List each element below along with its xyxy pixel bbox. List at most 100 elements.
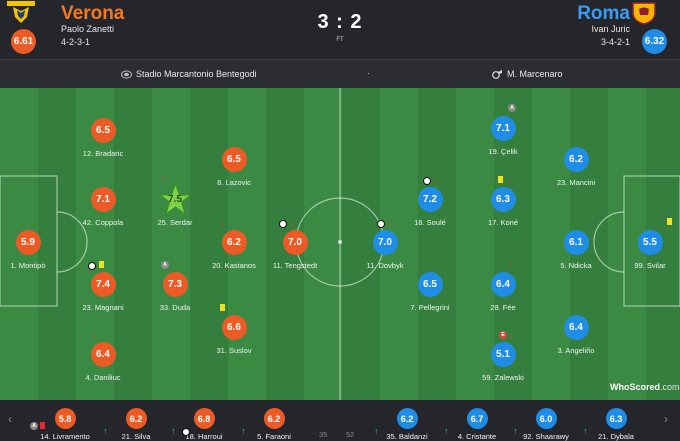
- player-rating: 7.3: [162, 272, 188, 297]
- goal-ball-icon: [182, 428, 190, 436]
- away-formation: 3-4-2-1: [600, 37, 630, 47]
- away-player-card[interactable]: 6.1 5. Ndicka: [531, 230, 621, 270]
- sub-in-arrow-icon: ↑: [241, 426, 246, 436]
- player-rating: 6.6: [221, 315, 247, 340]
- away-player-card[interactable]: 6.2 23. Mancini: [531, 147, 621, 187]
- home-player-card[interactable]: 7.5 25. Serdar ↓: [130, 174, 220, 228]
- sub-partial-left: 35: [319, 430, 328, 439]
- away-player-card[interactable]: 5.5 99. Svilar: [605, 218, 680, 270]
- away-player-card[interactable]: 6.3 17. Koné ↓: [458, 176, 548, 227]
- player-rating: 7.1: [90, 187, 116, 212]
- player-rating-motm: 7.5: [157, 182, 193, 216]
- goal-ball-icon: [423, 177, 431, 185]
- home-player-card[interactable]: 6.6 31. Suslov: [189, 304, 279, 355]
- stadium-info: Stadio Marcantonio Bentegodi: [121, 69, 257, 79]
- sub-name: 92. Shaarawy: [523, 432, 569, 441]
- player-rating: 7.0: [282, 230, 308, 255]
- home-player-card[interactable]: 6.5 12. Bradaric: [58, 118, 148, 158]
- player-name: 1. Montipò: [10, 261, 46, 270]
- sub-in-arrow-icon: ↑: [444, 426, 449, 436]
- home-team-name[interactable]: Verona: [61, 3, 125, 24]
- away-sub-card[interactable]: ↑ 6.0 92. Shaarawy: [501, 408, 591, 441]
- goal-ball-icon: [88, 262, 96, 270]
- home-sub-card[interactable]: ↑ 6.8 18. Harroui: [159, 408, 249, 441]
- home-player-card[interactable]: 7.1 42. Coppola: [58, 187, 148, 227]
- player-name: 33. Duda: [159, 303, 191, 312]
- player-name: 8. Lazovic: [217, 178, 251, 187]
- roma-crest-icon: [632, 2, 656, 25]
- assist-icon: A: [508, 104, 516, 112]
- player-rating: 6.5: [417, 272, 443, 297]
- home-sub-card[interactable]: ↑ 6.2 21. Silva: [91, 408, 181, 441]
- sub-rating: 6.8: [193, 408, 215, 429]
- home-player-card[interactable]: 6.5 8. Lazovic: [189, 147, 279, 187]
- assist-icon: A: [30, 422, 38, 430]
- home-player-card[interactable]: 5.9 1. Montipò: [0, 230, 73, 270]
- player-name: 42. Coppola: [82, 218, 124, 227]
- away-coach: Ivan Juric: [591, 24, 630, 34]
- sub-rating: 6.2: [396, 408, 418, 429]
- sub-name: 21. Dybala: [598, 432, 634, 441]
- player-rating: 6.4: [490, 272, 516, 297]
- player-rating: 6.5: [90, 118, 116, 143]
- goal-ball-icon: [377, 220, 385, 228]
- scroll-left-icon[interactable]: ‹: [8, 412, 12, 426]
- player-rating: 6.2: [563, 147, 589, 172]
- player-rating: 6.3: [490, 187, 516, 212]
- home-player-card[interactable]: 6.4 4. Daniliuc ↓: [58, 332, 148, 383]
- player-name: 23. Mancini: [556, 178, 596, 187]
- sub-rating: 5.8: [54, 408, 76, 429]
- yellow-card-icon: [667, 218, 672, 225]
- away-team-name[interactable]: Roma: [577, 3, 630, 24]
- player-name: 17. Koné: [487, 218, 519, 227]
- sub-name: 5. Faraoni: [257, 432, 291, 441]
- assist-icon: A: [161, 261, 169, 269]
- player-name: 59. Zalewski: [482, 373, 524, 382]
- yellow-card-icon: [220, 304, 225, 311]
- sub-out-arrow-icon: ↓: [433, 176, 437, 185]
- yellow-card-icon: [498, 176, 503, 183]
- away-sub-card[interactable]: ↑ 6.3 21. Dybala: [571, 408, 661, 441]
- player-name: 31. Suslov: [216, 346, 252, 355]
- away-player-card[interactable]: 7.1 19. Çelik A: [458, 104, 548, 156]
- stadium-icon: [121, 70, 132, 78]
- sub-in-arrow-icon: ↑: [374, 426, 379, 436]
- sub-rating: 6.2: [263, 408, 285, 429]
- home-player-card[interactable]: 7.4 23. Magnani: [58, 261, 148, 312]
- sub-name: 35. Baldanzi: [386, 432, 428, 441]
- player-name: 18. Soulé: [414, 218, 446, 227]
- match-status: FT: [336, 37, 344, 43]
- goal-ball-icon: [279, 220, 287, 228]
- home-player-card[interactable]: 6.2 20. Kastanos ↓: [189, 220, 279, 271]
- whistle-icon: [492, 70, 502, 79]
- sub-in-arrow-icon: ↑: [171, 426, 176, 436]
- sub-out-arrow-icon: ↓: [509, 259, 513, 268]
- away-sub-card[interactable]: ↑ 6.2 35. Baldanzi: [362, 408, 452, 441]
- player-name: 11. Dovbyk: [366, 261, 404, 270]
- sub-out-arrow-icon: ↓: [387, 219, 391, 228]
- away-player-card[interactable]: 5.1 59. Zalewski E ↓: [458, 331, 548, 383]
- away-player-card[interactable]: 6.5 7. Pellegrini: [385, 272, 475, 312]
- home-player-card[interactable]: 7.0 11. Tengstedt ↓: [250, 220, 340, 271]
- home-sub-card[interactable]: ↑ 6.2 5. Faraoni: [229, 408, 319, 441]
- player-rating: 6.4: [90, 342, 116, 367]
- brand-suffix: .com: [660, 382, 680, 392]
- player-rating: 5.1: [490, 342, 516, 367]
- sub-name: 18. Harroui: [185, 432, 223, 441]
- away-player-card[interactable]: 6.4 28. Fée ↓: [458, 260, 548, 313]
- home-sub-card[interactable]: 5.8 14. Livramento: [20, 408, 110, 441]
- sub-in-arrow-icon: ↑: [513, 426, 518, 436]
- pitch-markings: [0, 88, 680, 400]
- sub-in-arrow-icon: ↑: [583, 426, 588, 436]
- away-player-card[interactable]: 7.0 11. Dovbyk ↓: [340, 220, 430, 271]
- away-player-card[interactable]: 7.2 18. Soulé ↓: [385, 177, 475, 228]
- sub-rating: 6.0: [535, 408, 557, 429]
- info-separator: ·: [367, 68, 370, 78]
- home-player-card[interactable]: 7.3 33. Duda A: [130, 261, 220, 312]
- away-sub-card[interactable]: ↑ 6.7 4. Cristante: [432, 408, 522, 441]
- away-player-card[interactable]: 6.4 3. Angeliño: [531, 315, 621, 355]
- player-name: 20. Kastanos: [212, 261, 256, 270]
- player-name: 19. Çelik: [488, 147, 518, 156]
- scroll-right-icon[interactable]: ›: [664, 412, 668, 426]
- whoscored-logo: WhoScored.com: [610, 382, 680, 392]
